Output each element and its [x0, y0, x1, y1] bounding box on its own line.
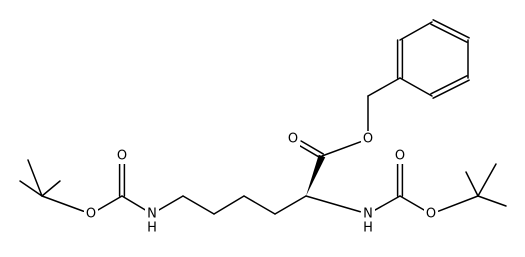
bonds-layer [19, 19, 507, 215]
bond-c-delta-c-gamma [213, 195, 245, 215]
bond-o-ester1-carb1-c [97, 195, 123, 211]
atom-carb2-o-text: O [395, 149, 405, 164]
bond-c-benzyl-ph-1 [367, 77, 401, 97]
bond-tbu1-c-tbu1-me-c [41, 180, 61, 197]
bond-tbu1-c-tbu1-me-b [27, 159, 43, 197]
bond-c-alpha-n-alpha [305, 195, 362, 213]
bond-n-eps-c-eps [158, 195, 184, 211]
atom-o-ester1-text: O [86, 207, 96, 222]
atom-label-o-ester2: O [424, 206, 438, 222]
bond-carb2-c-o-ester2 [399, 195, 425, 211]
bond-c-ester-o-ester-dbl-a [300, 140, 324, 155]
atom-label-o-ester1: O [84, 206, 98, 222]
atom-label-o-ester-dbl: O [286, 131, 300, 147]
bond-ph-5-ph-6-a [430, 75, 468, 95]
bond-carb1-c-n-eps [121, 195, 146, 211]
atom-n-eps-h-text: H [147, 221, 157, 236]
bond-c-ester-o-ester-dbl-b [297, 144, 322, 159]
bond-ph-3-ph-4-b [432, 19, 470, 39]
atom-label-o-ester-single: O [361, 131, 375, 147]
atom-label-n-eps: N H [145, 206, 159, 236]
bond-c-eps-c-delta [182, 195, 215, 215]
bond-ph-6-ph-1 [399, 77, 433, 97]
bond-ph-3-ph-4-a [430, 23, 468, 43]
bond-tbu1-c-tbu1-me-a [19, 180, 43, 197]
bond-c-beta-c-alpha [274, 195, 307, 215]
bond-c-gamma-c-beta [243, 195, 276, 215]
atom-label-n-alpha: N H [361, 206, 375, 236]
atom-o-ester-dbl-text: O [288, 132, 298, 147]
atom-label-carb1-o: O [115, 148, 129, 164]
atom-n-eps-text: N [147, 207, 157, 222]
bond-tbu2-c-tbu2-me-b [477, 163, 497, 197]
bond-n-alpha-carb2-c [374, 195, 401, 211]
bond-c-ester-o-ester-single [321, 141, 362, 157]
bond-o-ester2-tbu2-c [437, 195, 479, 212]
atom-n-alpha-text: N [363, 207, 373, 222]
atom-n-alpha-h-text: H [363, 221, 373, 236]
bond-tbu2-c-tbu2-me-a [465, 171, 479, 197]
atom-o-ester2-text: O [426, 207, 436, 222]
atom-o-ester-single-text: O [363, 132, 373, 147]
atom-label-carb2-o: O [393, 148, 407, 164]
bond-ph-5-ph-6-b [432, 79, 470, 99]
bond-tbu1-c-o-ester1 [41, 195, 85, 212]
bond-tbu2-c-tbu2-me-c [477, 195, 507, 207]
bond-c-alpha-c-ester-wedge [306, 154, 326, 196]
atom-labels-layer: O O N H O O N H O O [84, 131, 438, 236]
atom-carb1-o-text: O [117, 149, 127, 164]
bond-ph-2-ph-3 [399, 21, 433, 41]
